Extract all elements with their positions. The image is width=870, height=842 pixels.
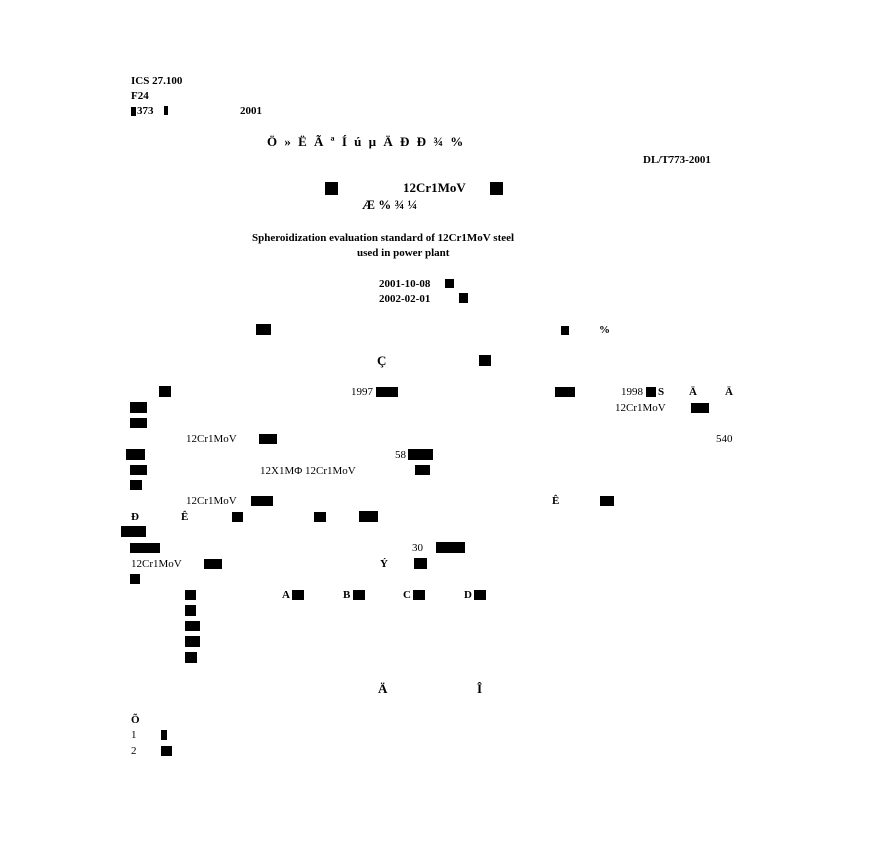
grade-a: A — [282, 589, 290, 601]
garbled-glyph — [490, 182, 503, 195]
garbled-glyph — [161, 730, 167, 740]
garbled-glyph — [459, 293, 468, 303]
garbled-glyph — [445, 279, 454, 288]
effective-date: 2002-02-01 — [379, 293, 431, 305]
section-heading-char: Ç — [377, 353, 387, 368]
year-1998: 1998 — [621, 386, 643, 398]
garbled-glyph — [185, 636, 200, 647]
classification-code: F24 — [131, 90, 149, 102]
garbled-char: Õ — [131, 714, 140, 726]
number-30: 30 — [412, 542, 423, 554]
garbled-glyph — [314, 512, 326, 522]
garbled-glyph — [185, 590, 196, 600]
garbled-glyph — [353, 590, 365, 600]
garbled-glyph — [292, 590, 304, 600]
grade-c: C — [403, 589, 411, 601]
section-char: Ä — [378, 681, 388, 696]
garbled-glyph — [159, 386, 171, 397]
garbled-glyph — [600, 496, 614, 506]
document-title-garbled: Ö » Ë Ã ª Í ú µ Ä Ð Ð ¾ % — [267, 134, 464, 149]
garbled-glyph — [413, 590, 425, 600]
list-number-1: 1 — [131, 729, 137, 741]
garbled-glyph — [130, 465, 147, 475]
garbled-glyph — [251, 496, 273, 506]
steel-grade-ref: 12Cr1MoV — [186, 433, 237, 445]
garbled-glyph — [185, 621, 200, 631]
garbled-char: S — [658, 386, 665, 398]
steel-grade-ref: 12Cr1MoV — [186, 495, 237, 507]
garbled-glyph — [691, 403, 709, 413]
steel-grade-ref: 12Cr1MoV — [615, 402, 666, 414]
garbled-glyph — [131, 107, 136, 116]
garbled-glyph — [325, 182, 338, 195]
garbled-char: Ý — [380, 558, 388, 570]
garbled-glyph — [555, 387, 575, 397]
issue-date: 2001-10-08 — [379, 278, 431, 290]
garbled-glyph — [126, 449, 145, 460]
garbled-glyph — [232, 512, 243, 522]
garbled-glyph — [256, 324, 271, 335]
record-year: 2001 — [240, 105, 262, 117]
temperature-value: 540 — [716, 433, 733, 445]
garbled-glyph — [130, 480, 142, 490]
ics-code: ICS 27.100 — [131, 75, 183, 87]
garbled-glyph — [561, 326, 569, 335]
standard-number: DL/T773-2001 — [643, 154, 711, 166]
garbled-glyph — [436, 542, 465, 553]
garbled-char: Ä — [689, 386, 697, 398]
garbled-glyph — [414, 558, 427, 569]
garbled-glyph — [479, 355, 491, 366]
steel-grades-list: 12X1MΦ 12Cr1MoV — [260, 465, 356, 477]
garbled-glyph — [161, 746, 172, 756]
garbled-glyph — [130, 574, 140, 584]
garbled-glyph — [204, 559, 222, 569]
garbled-char: Ê — [552, 495, 560, 507]
garbled-glyph — [359, 511, 378, 522]
garbled-glyph — [646, 387, 656, 397]
garbled-glyph — [415, 465, 430, 475]
number-58: 58 — [395, 449, 406, 461]
garbled-char: % — [599, 324, 610, 336]
garbled-glyph — [185, 605, 196, 616]
garbled-glyph — [185, 652, 197, 663]
record-number: 373 — [137, 105, 154, 117]
grade-d: D — [464, 589, 472, 601]
garbled-char: Ð — [131, 511, 139, 523]
garbled-char: Ä — [725, 386, 733, 398]
garbled-glyph — [408, 449, 433, 460]
garbled-glyph — [164, 106, 168, 115]
garbled-glyph — [121, 526, 146, 537]
garbled-glyph — [259, 434, 277, 444]
english-title-line-1: Spheroidization evaluation standard of 1… — [252, 232, 515, 244]
steel-grade-title: 12Cr1MoV — [403, 180, 466, 195]
garbled-glyph — [474, 590, 486, 600]
garbled-char: Ê — [181, 511, 189, 523]
section-char: Î — [477, 681, 483, 696]
english-title-line-2: used in power plant — [357, 247, 450, 259]
garbled-glyph — [130, 543, 160, 553]
year-1997: 1997 — [351, 386, 373, 398]
title-line-2: Æ % ¾ ¼ — [362, 197, 418, 212]
list-number-2: 2 — [131, 745, 137, 757]
grade-b: B — [343, 589, 351, 601]
steel-grade-ref: 12Cr1MoV — [131, 558, 182, 570]
garbled-glyph — [130, 418, 147, 428]
garbled-glyph — [130, 402, 147, 413]
garbled-glyph — [376, 387, 398, 397]
